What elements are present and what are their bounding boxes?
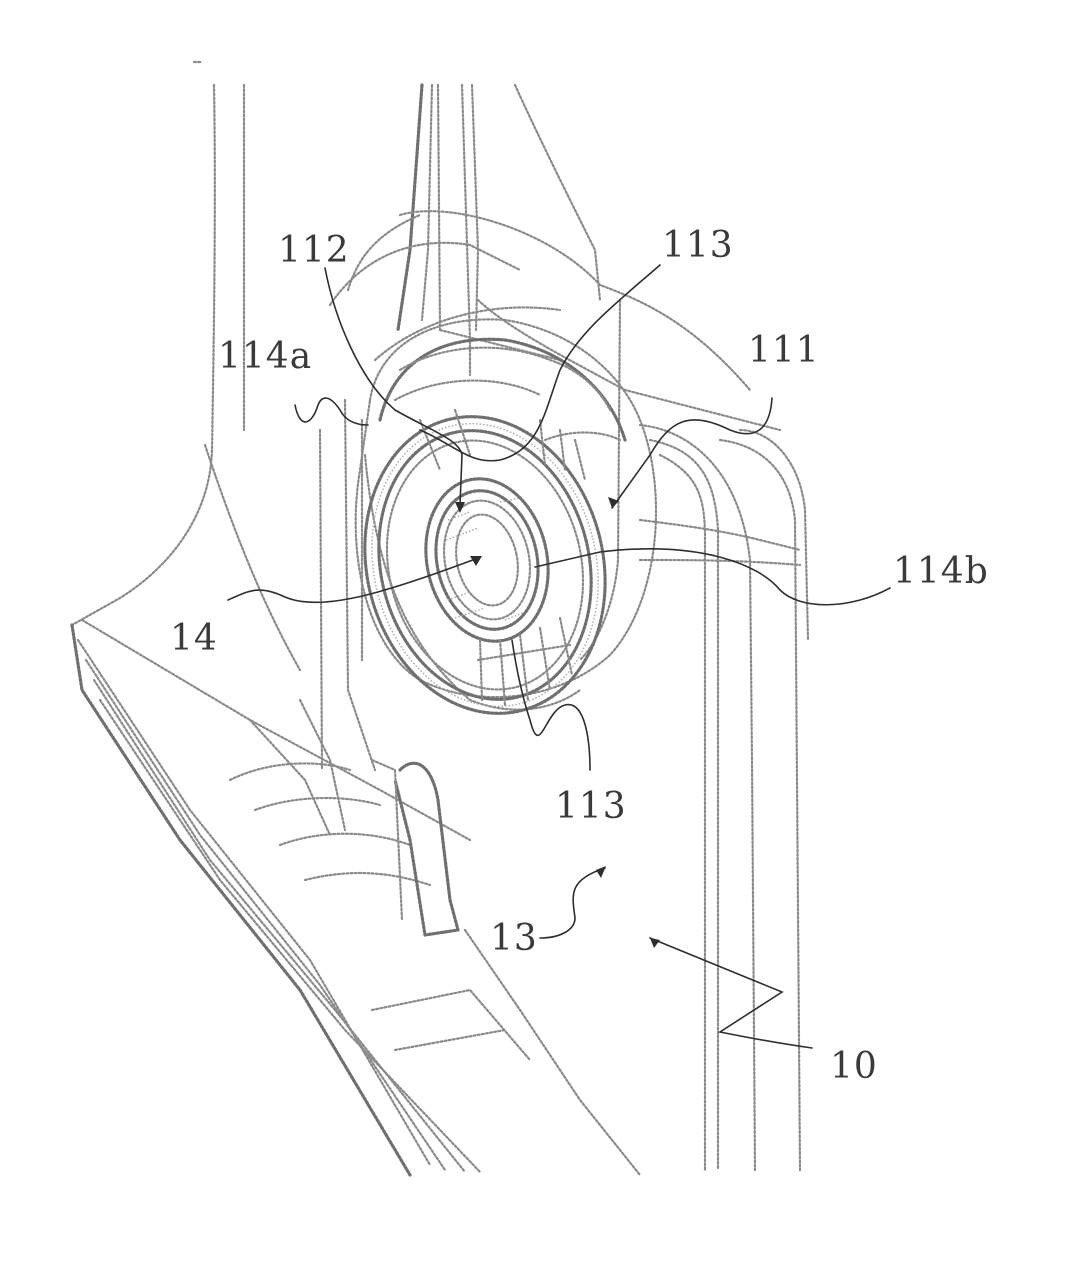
left-post-diagonal (205, 445, 300, 670)
label-114b: 114b (893, 551, 989, 592)
arrowheads (455, 497, 660, 948)
label-113-bottom: 113 (555, 786, 627, 827)
frame-line-b (345, 400, 375, 770)
upper-arms (330, 85, 780, 660)
arrow-10 (650, 938, 660, 948)
label-13: 13 (490, 918, 538, 959)
leader-10 (650, 938, 812, 1048)
hatched-ring-113 (334, 391, 636, 739)
leader-114a (295, 398, 368, 425)
hub-housing (356, 307, 656, 709)
leader-111 (612, 398, 772, 508)
label-113-top: 113 (662, 225, 734, 266)
frame-line-a (320, 430, 322, 770)
lower-inclined-cross (395, 1030, 505, 1050)
arrow-13 (596, 866, 606, 878)
inner-rings (411, 467, 562, 652)
label-14: 14 (170, 618, 218, 659)
label-112: 112 (278, 230, 350, 271)
right-member (640, 425, 808, 1170)
label-10: 10 (830, 1046, 878, 1087)
central-wedge (395, 763, 458, 935)
left-post-outline (72, 85, 215, 625)
lower-inclined-edge (465, 930, 640, 1175)
leader-13 (540, 868, 605, 938)
wedge-side (372, 760, 402, 920)
label-111: 111 (748, 330, 820, 371)
label-114a: 114a (218, 336, 312, 377)
leader-lines (228, 265, 890, 1048)
